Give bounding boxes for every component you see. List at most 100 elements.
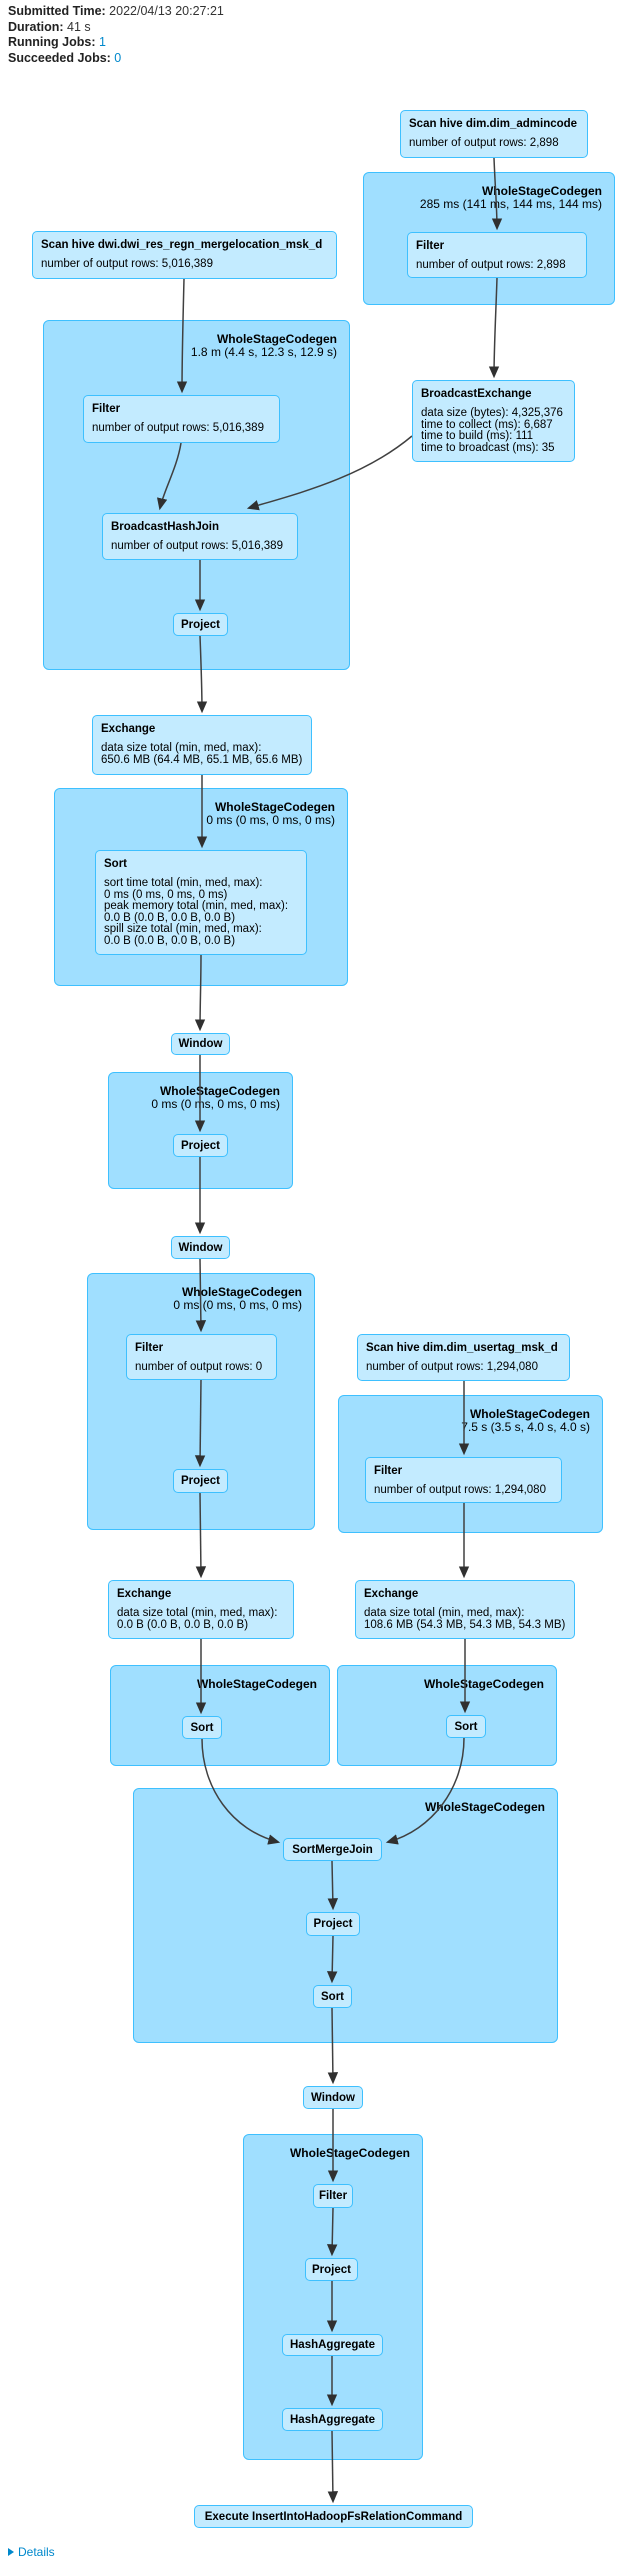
node-project-5: Project xyxy=(305,2258,358,2281)
details-label: Details xyxy=(18,2545,55,2559)
node-sort-3: Sort xyxy=(446,1715,486,1738)
cluster-time: 0 ms (0 ms, 0 ms, 0 ms) xyxy=(151,1097,280,1111)
plan-header: Submitted Time: 2022/04/13 20:27:21 Dura… xyxy=(8,4,224,66)
node-execute-insertintohadoopfsrelationcommand: Execute InsertIntoHadoopFsRelationComman… xyxy=(194,2505,473,2528)
node-filter-usertag: Filter number of output rows: 1,294,080 xyxy=(365,1457,562,1503)
node-title: Filter xyxy=(416,240,445,252)
node-metric: number of output rows: 2,898 xyxy=(409,137,559,149)
running-jobs-link[interactable]: 1 xyxy=(95,35,106,49)
node-title: Filter xyxy=(92,403,121,415)
submitted-time-row: Submitted Time: 2022/04/13 20:27:21 xyxy=(8,4,224,20)
node-title: Sort xyxy=(104,858,127,870)
running-jobs-row: Running Jobs: 1 xyxy=(8,35,224,51)
node-exchange-1: Exchange data size total (min, med, max)… xyxy=(92,715,312,775)
node-filter-zero: Filter number of output rows: 0 xyxy=(126,1334,277,1380)
submitted-time-label: Submitted Time: xyxy=(8,4,106,18)
node-scan-hive-mergelocation: Scan hive dwi.dwi_res_regn_mergelocation… xyxy=(32,231,337,279)
node-metric: time to collect (ms): 6,687 xyxy=(421,418,553,431)
running-jobs-label: Running Jobs: xyxy=(8,35,96,49)
node-title: Filter xyxy=(374,1465,403,1477)
node-filter-final: Filter xyxy=(313,2184,353,2208)
node-broadcasthashjoin: BroadcastHashJoin number of output rows:… xyxy=(102,513,298,560)
node-title: Scan hive dwi.dwi_res_regn_mergelocation… xyxy=(41,239,323,251)
node-metric: number of output rows: 5,016,389 xyxy=(111,540,283,552)
node-metric: 0 ms (0 ms, 0 ms, 0 ms) xyxy=(104,888,228,901)
node-title: Exchange xyxy=(364,1588,419,1600)
node-scan-hive-dim-admincode: Scan hive dim.dim_admincode number of ou… xyxy=(400,110,588,158)
node-exchange-2: Exchange data size total (min, med, max)… xyxy=(108,1580,294,1639)
submitted-time-value: 2022/04/13 20:27:21 xyxy=(105,4,224,18)
node-metric: number of output rows: 0 xyxy=(135,1361,263,1373)
node-title: Filter xyxy=(135,1342,164,1354)
node-project-3: Project xyxy=(173,1469,228,1493)
node-metric: number of output rows: 1,294,080 xyxy=(366,1361,538,1373)
node-metric: number of output rows: 5,016,389 xyxy=(92,422,264,434)
node-metric: number of output rows: 1,294,080 xyxy=(374,1484,546,1496)
cluster-label: WholeStageCodegen xyxy=(469,1407,590,1421)
node-broadcastexchange: BroadcastExchange data size (bytes): 4,3… xyxy=(412,380,575,462)
duration-row: Duration: 41 s xyxy=(8,20,224,36)
node-title: BroadcastHashJoin xyxy=(111,521,220,533)
node-metric: 650.6 MB (64.4 MB, 65.1 MB, 65.6 MB) xyxy=(101,753,303,766)
details-toggle[interactable]: Details xyxy=(8,2545,55,2559)
duration-label: Duration: xyxy=(8,19,64,34)
node-metric: 108.6 MB (54.3 MB, 54.3 MB, 54.3 MB) xyxy=(364,1618,566,1631)
node-metric: data size total (min, med, max): xyxy=(117,1607,278,1619)
duration-value: 41 s xyxy=(63,19,91,34)
node-title: Scan hive dim.dim_usertag_msk_d xyxy=(366,1342,558,1354)
cluster-label: WholeStageCodegen xyxy=(159,1084,280,1098)
succeeded-jobs-link[interactable]: 0 xyxy=(110,50,122,65)
cluster-time: 0 ms (0 ms, 0 ms, 0 ms) xyxy=(206,813,335,827)
details-expand-icon xyxy=(8,2548,14,2556)
cluster-label: WholeStageCodegen xyxy=(289,2146,410,2160)
node-title: Exchange xyxy=(117,1588,172,1600)
cluster-time: 7.5 s (3.5 s, 4.0 s, 4.0 s) xyxy=(461,1420,590,1434)
node-metric: time to broadcast (ms): 35 xyxy=(421,441,555,454)
cluster-label: WholeStageCodegen xyxy=(214,800,335,814)
node-sort-2: Sort xyxy=(182,1716,222,1739)
node-window-1: Window xyxy=(171,1033,230,1055)
node-exchange-3: Exchange data size total (min, med, max)… xyxy=(355,1580,575,1639)
succeeded-jobs-row: Succeeded Jobs: 0 xyxy=(8,51,224,67)
node-metric: data size total (min, med, max): xyxy=(101,742,262,754)
node-project-4: Project xyxy=(306,1912,360,1936)
node-metric: 0.0 B (0.0 B, 0.0 B, 0.0 B) xyxy=(104,934,236,947)
cluster-time: 285 ms (141 ms, 144 ms, 144 ms) xyxy=(419,197,602,211)
node-filter-mergelocation: Filter number of output rows: 5,016,389 xyxy=(83,395,280,443)
node-sort-4: Sort xyxy=(313,1985,352,2008)
node-metric: number of output rows: 5,016,389 xyxy=(41,258,213,270)
cluster-wholestagecodegen-sort-left: WholeStageCodegen xyxy=(110,1665,330,1766)
node-metric: data size (bytes): 4,325,376 xyxy=(421,407,563,419)
node-metric: 0.0 B (0.0 B, 0.0 B, 0.0 B) xyxy=(117,1618,249,1631)
cluster-label: WholeStageCodegen xyxy=(424,1800,545,1814)
node-metric: 0.0 B (0.0 B, 0.0 B, 0.0 B) xyxy=(104,911,236,924)
node-metric: data size total (min, med, max): xyxy=(364,1607,525,1619)
node-window-2: Window xyxy=(171,1236,230,1259)
cluster-label: WholeStageCodegen xyxy=(181,1285,302,1299)
node-scan-hive-usertag: Scan hive dim.dim_usertag_msk_d number o… xyxy=(357,1334,570,1381)
node-project-1: Project xyxy=(173,613,228,636)
node-sortmergejoin: SortMergeJoin xyxy=(283,1838,382,1861)
node-metric: spill size total (min, med, max): xyxy=(104,923,262,935)
cluster-time: 1.8 m (4.4 s, 12.3 s, 12.9 s) xyxy=(190,345,337,359)
node-hashaggregate-2: HashAggregate xyxy=(282,2408,383,2431)
node-metric: time to build (ms): 111 xyxy=(421,430,534,442)
cluster-label: WholeStageCodegen xyxy=(423,1677,544,1691)
node-title: BroadcastExchange xyxy=(421,388,532,400)
node-hashaggregate-1: HashAggregate xyxy=(282,2334,383,2356)
node-metric: number of output rows: 2,898 xyxy=(416,259,566,271)
cluster-label: WholeStageCodegen xyxy=(216,332,337,346)
node-title: Exchange xyxy=(101,723,156,735)
cluster-time: 0 ms (0 ms, 0 ms, 0 ms) xyxy=(173,1298,302,1312)
node-metric: peak memory total (min, med, max): xyxy=(104,900,289,912)
node-metric: sort time total (min, med, max): xyxy=(104,877,263,889)
node-project-2: Project xyxy=(173,1134,228,1157)
node-title: Scan hive dim.dim_admincode xyxy=(409,118,578,130)
cluster-label: WholeStageCodegen xyxy=(196,1677,317,1691)
cluster-label: WholeStageCodegen xyxy=(481,184,602,198)
node-sort-1: Sort sort time total (min, med, max): 0 … xyxy=(95,850,307,955)
node-filter-admincode: Filter number of output rows: 2,898 xyxy=(407,232,587,278)
node-window-3: Window xyxy=(303,2086,363,2109)
